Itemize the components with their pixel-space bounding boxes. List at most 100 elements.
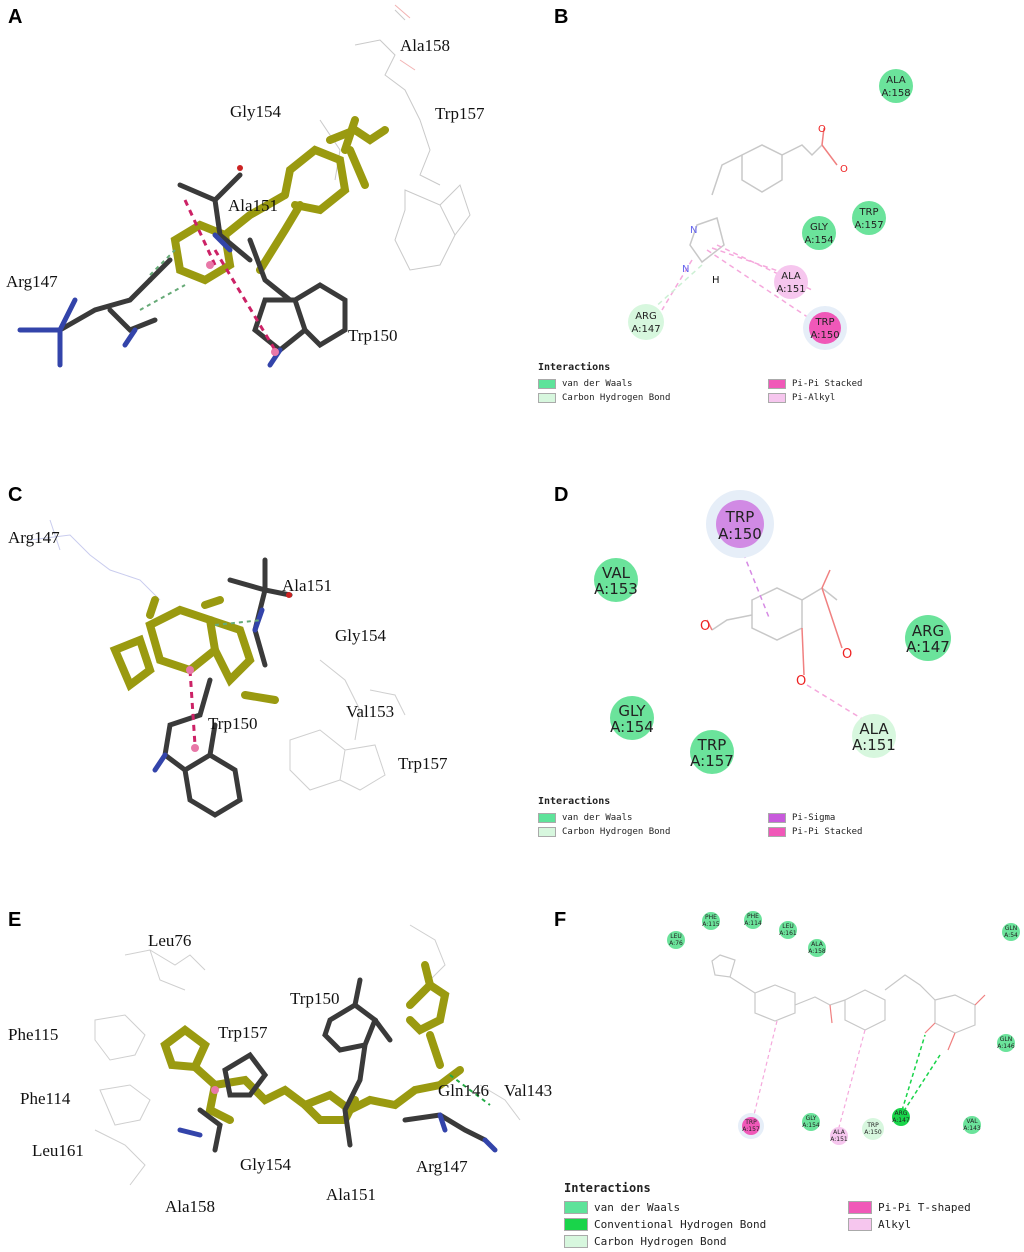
3d-structure-c	[29, 519, 406, 818]
residue-node: VAL A:153	[594, 558, 638, 602]
svg-text:GLY: GLY	[810, 222, 829, 233]
legend-item: van der Waals	[564, 1199, 848, 1216]
residue-label: Trp150	[208, 714, 258, 733]
residue-node: LEU A:161	[779, 921, 797, 939]
residue-label: Ala158	[165, 1197, 216, 1216]
residue-node: GLN A:146	[997, 1034, 1015, 1052]
legend-title: Interactions	[538, 362, 611, 373]
svg-text:A:153: A:153	[594, 580, 638, 598]
svg-text:GLN: GLN	[1005, 925, 1017, 932]
panel-label: A	[8, 6, 23, 28]
residue-label: Arg147	[8, 528, 60, 547]
svg-text:PHE: PHE	[705, 914, 717, 921]
residue-node: LEU A:76	[667, 931, 685, 949]
residue-label: Val153	[346, 702, 395, 721]
residue-node: ALA A:151	[852, 714, 896, 758]
residue-label: Arg147	[6, 272, 58, 291]
legend-item: Pi-Alkyl	[768, 391, 978, 405]
residue-node: GLN A:54	[1002, 923, 1020, 941]
residue-node: ALA A:151	[830, 1127, 848, 1145]
svg-text:A:150: A:150	[810, 330, 839, 341]
residue-node: ALA A:158	[879, 69, 913, 103]
residue-label: Phe114	[20, 1089, 71, 1108]
svg-text:TRP: TRP	[814, 317, 834, 328]
2d-interaction-map-b: N N H O O ALA A:158 TRP A:157 GLY A:154 …	[628, 69, 913, 350]
svg-text:A:157: A:157	[742, 1126, 760, 1133]
3d-structure-a	[17, 4, 471, 368]
svg-text:A:143: A:143	[963, 1125, 981, 1132]
residue-label: Gly154	[230, 102, 281, 121]
svg-text:VAL: VAL	[966, 1118, 978, 1125]
atom-label: N	[682, 264, 689, 275]
legend: Interactions van der Waals Pi-Pi T-shape…	[564, 1181, 1004, 1250]
residue-node: GLY A:154	[610, 696, 654, 740]
svg-text:A:151: A:151	[830, 1136, 848, 1143]
panel-label: E	[8, 909, 22, 931]
residue-node: GLY A:154	[802, 216, 836, 250]
svg-text:A:157: A:157	[854, 220, 883, 231]
residue-node: PHE A:115	[702, 912, 720, 930]
residue-node: TRP A:150	[706, 490, 774, 558]
residue-label: Val143	[504, 1081, 553, 1100]
residue-node: TRP A:150	[862, 1118, 884, 1140]
residue-label: Gly154	[240, 1155, 291, 1174]
atom-label: O	[796, 674, 806, 689]
svg-text:A:147: A:147	[631, 324, 660, 335]
residue-node: ARG A:147	[628, 304, 664, 340]
residue-node: TRP A:157	[852, 201, 886, 235]
svg-text:A:151: A:151	[776, 284, 805, 295]
panel-label: D	[554, 484, 569, 506]
svg-text:GLY: GLY	[806, 1115, 817, 1122]
2d-interaction-map-d: O O O TRP A:150 VAL A:153 ARG A:147 GLY …	[594, 490, 951, 774]
svg-text:A:147: A:147	[892, 1117, 910, 1124]
svg-text:ALA: ALA	[886, 75, 906, 86]
panel-a: A	[0, 0, 512, 430]
residue-node: ARG A:147	[892, 1108, 910, 1126]
svg-text:A:154: A:154	[802, 1122, 820, 1129]
residue-label: Trp150	[348, 326, 398, 345]
svg-text:TRP: TRP	[697, 736, 727, 754]
atom-label: N	[690, 225, 697, 236]
legend-item: Conventional Hydrogen Bond	[564, 1216, 848, 1233]
panel-d: D O O O TRP A:150 VAL A:153 ARG A:147	[512, 480, 1024, 880]
legend-title: Interactions	[538, 796, 611, 807]
legend-item: Pi-Pi T-shaped	[848, 1199, 1004, 1216]
legend-item: Alkyl	[848, 1216, 1004, 1233]
panel-f: F PHE A:115 PHE A	[540, 905, 1024, 1252]
residue-label: Leu76	[148, 931, 192, 950]
svg-text:A:150: A:150	[864, 1129, 882, 1136]
legend-item: Pi-Sigma	[768, 811, 978, 825]
panel-label: F	[554, 909, 567, 931]
residue-node: PHE A:114	[744, 911, 762, 929]
legend-item: van der Waals	[538, 377, 768, 391]
svg-text:TRP: TRP	[744, 1119, 757, 1126]
panel-b: B N N H O O ALA A:158 TRP A:157	[512, 0, 1024, 430]
svg-text:A:114: A:114	[744, 920, 762, 927]
residue-node: TRP A:157	[690, 730, 734, 774]
svg-text:ARG: ARG	[895, 1110, 908, 1117]
residue-label: Trp157	[218, 1023, 268, 1042]
svg-text:LEU: LEU	[670, 933, 682, 940]
residue-label: Phe115	[8, 1025, 59, 1044]
residue-label: Leu161	[32, 1141, 84, 1160]
atom-label: O	[818, 124, 826, 135]
svg-text:A:157: A:157	[690, 752, 734, 770]
residue-label: Trp150	[290, 989, 340, 1008]
svg-text:VAL: VAL	[602, 564, 631, 582]
legend: Interactions van der Waals Pi-Sigma Carb…	[538, 796, 978, 839]
atom-label: O	[840, 164, 848, 175]
residue-label: Trp157	[398, 754, 448, 773]
residue-label: Gly154	[335, 626, 386, 645]
svg-text:A:76: A:76	[669, 940, 683, 947]
svg-text:A:161: A:161	[779, 930, 797, 937]
svg-text:A:151: A:151	[852, 736, 896, 754]
svg-text:PHE: PHE	[747, 913, 759, 920]
residue-label: Arg147	[416, 1157, 468, 1176]
atom-label: H	[712, 275, 720, 286]
svg-text:ARG: ARG	[912, 622, 944, 640]
svg-text:A:150: A:150	[718, 525, 762, 543]
legend-item: Carbon Hydrogen Bond	[538, 825, 768, 839]
panel-c: C Arg147 Ala15	[0, 480, 512, 880]
residue-label: Ala151	[228, 196, 279, 215]
svg-text:A:115: A:115	[702, 921, 720, 928]
